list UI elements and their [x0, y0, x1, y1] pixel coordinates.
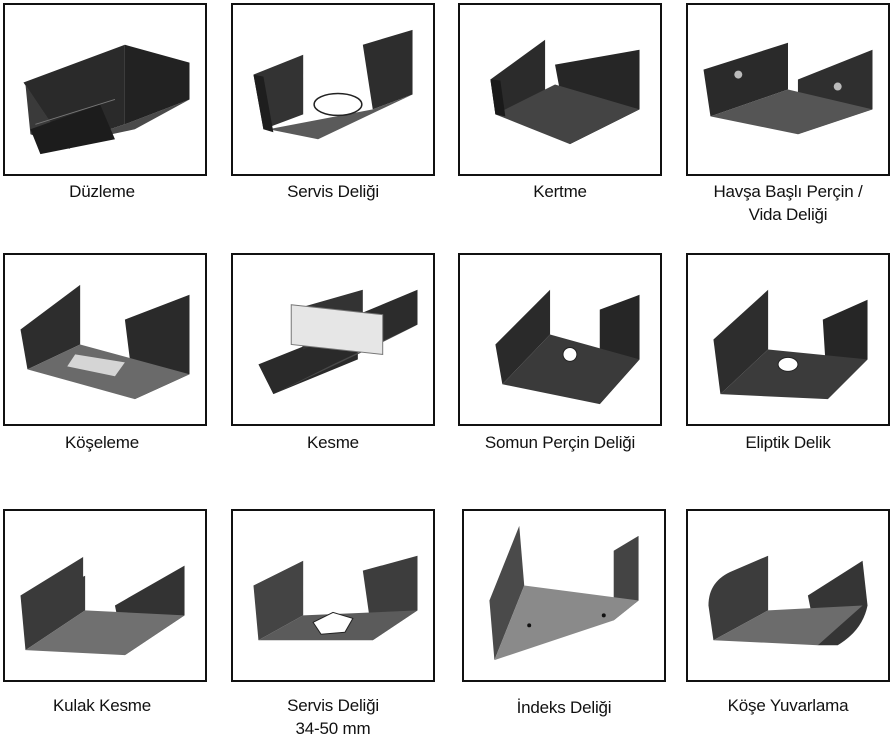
- channel-profile-image: [258, 289, 418, 395]
- image-frame: [686, 253, 890, 426]
- caption: Köşeleme: [0, 431, 204, 454]
- channel-profile-image: [20, 284, 190, 400]
- caption: Somun Perçin Deliği: [458, 431, 662, 454]
- caption: Havşa Başlı Perçin / Vida Deliği: [686, 180, 890, 226]
- channel-profile-image: [713, 289, 868, 400]
- caption: Kertme: [458, 180, 662, 203]
- caption-line-2: Vida Deliği: [748, 205, 828, 224]
- image-frame: [686, 509, 890, 682]
- caption-line-1: Servis Deliği: [287, 182, 379, 201]
- image-frame: [3, 253, 207, 426]
- caption-line-1: İndeks Deliği: [516, 698, 612, 717]
- caption-line-1: Havşa Başlı Perçin /: [713, 182, 863, 201]
- image-frame: [3, 3, 207, 176]
- image-frame: [231, 253, 435, 426]
- channel-profile-image: [489, 525, 639, 661]
- channel-profile-image: [253, 555, 418, 641]
- caption-line-1: Somun Perçin Deliği: [484, 433, 636, 452]
- caption: Servis Deliği: [231, 180, 435, 203]
- caption: Kulak Kesme: [0, 694, 204, 717]
- caption: Servis Deliği 34-50 mm: [231, 694, 435, 740]
- image-frame: [458, 3, 662, 176]
- caption-line-1: Kulak Kesme: [53, 696, 151, 715]
- caption-line-1: Kesme: [307, 433, 359, 452]
- caption-line-1: Kertme: [533, 182, 587, 201]
- caption-line-1: Eliptik Delik: [745, 433, 831, 452]
- channel-profile-image: [708, 555, 868, 646]
- image-frame: [686, 3, 890, 176]
- caption-line-1: Köşeleme: [65, 433, 139, 452]
- image-frame: [231, 509, 435, 682]
- channel-profile-image: [23, 44, 190, 155]
- channel-profile-image: [253, 29, 413, 140]
- caption-line-1: Servis Deliği: [287, 696, 379, 715]
- image-frame: [462, 509, 666, 682]
- channel-profile-image: [703, 42, 873, 135]
- channel-profile-image: [20, 550, 185, 656]
- image-frame: [458, 253, 662, 426]
- caption-line-1: Düzleme: [69, 182, 135, 201]
- caption: Düzleme: [0, 180, 204, 203]
- caption-line-1: Köşe Yuvarlama: [727, 696, 849, 715]
- caption: Eliptik Delik: [686, 431, 890, 454]
- image-frame: [231, 3, 435, 176]
- image-frame: [3, 509, 207, 682]
- caption: Köşe Yuvarlama: [686, 694, 890, 717]
- channel-profile-image: [495, 289, 640, 405]
- channel-profile-image: [490, 39, 640, 145]
- caption: İndeks Deliği: [462, 696, 666, 719]
- caption: Kesme: [231, 431, 435, 454]
- caption-line-2: 34-50 mm: [295, 719, 371, 738]
